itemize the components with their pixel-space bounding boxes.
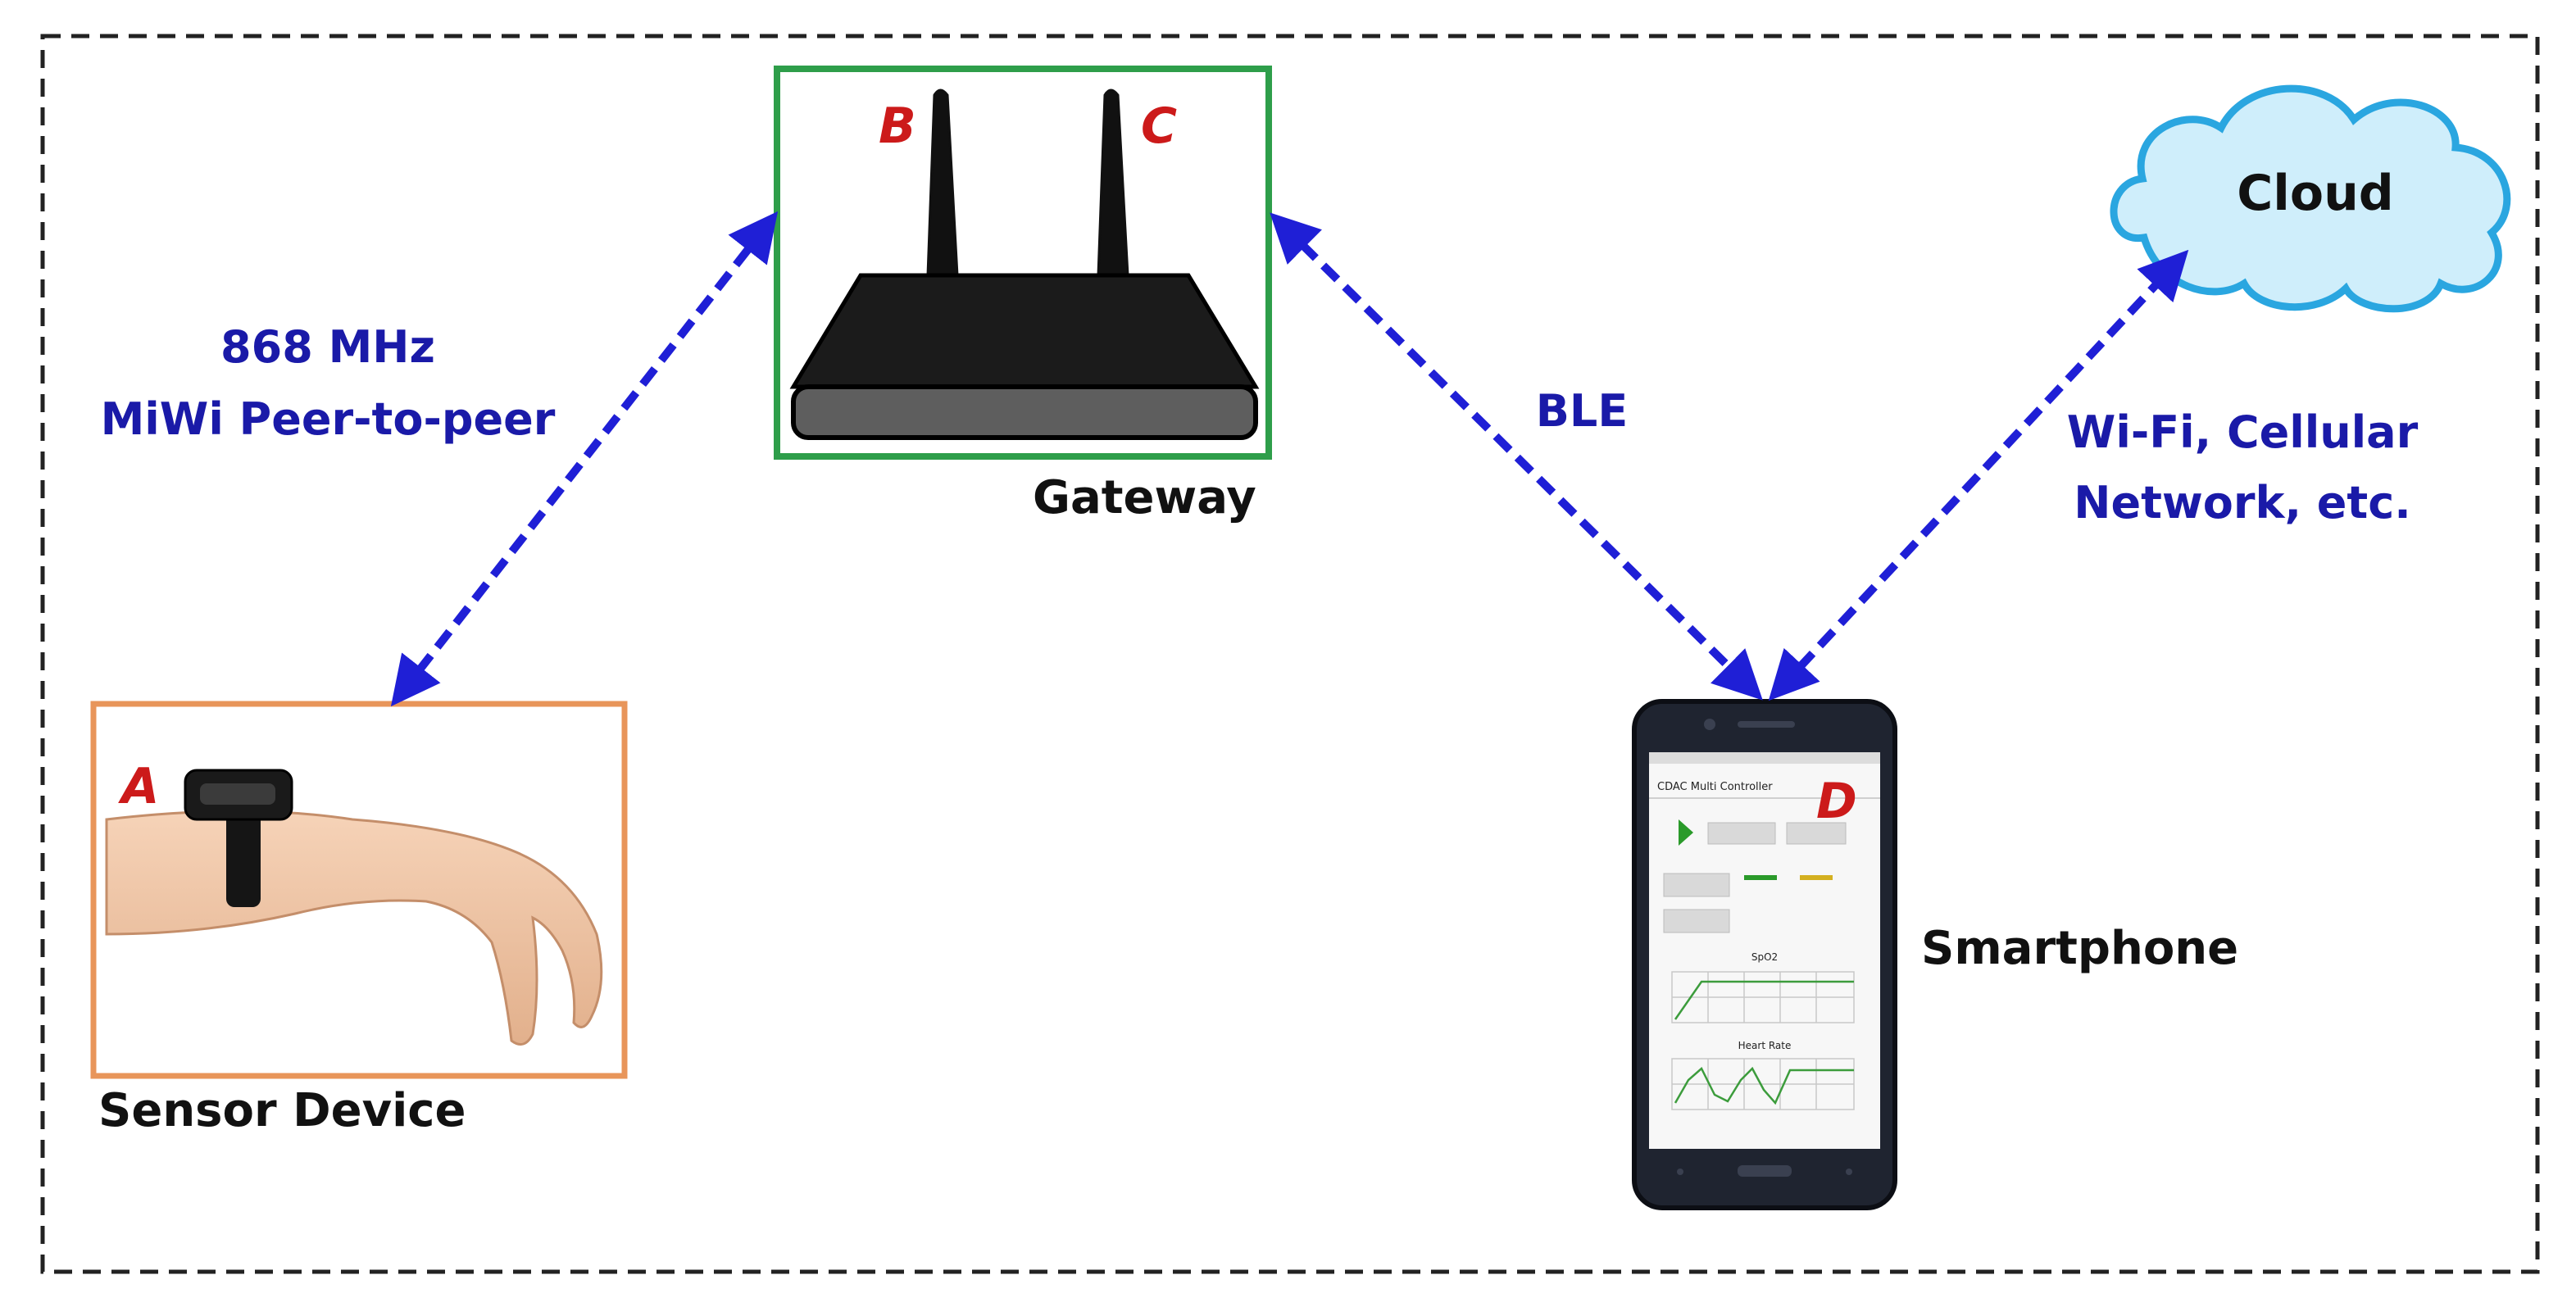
cloud-node: Cloud (2110, 84, 2511, 313)
phone-chart2-title: Heart Rate (1738, 1040, 1792, 1051)
phone-app-title: CDAC Multi Controller (1657, 781, 1773, 793)
link-phone-cloud-line1: Wi-Fi, Cellular (2067, 406, 2419, 458)
phone-chart2 (1671, 1058, 1855, 1110)
outer-dashed-border (40, 34, 2540, 1274)
cloud-label: Cloud (2237, 165, 2393, 222)
smartphone-letter-d: D (1816, 773, 1857, 830)
smartphone-icon: CDAC Multi Controller SpO2 Heart R (1632, 699, 1897, 1210)
sensor-node: A Sensor Device (90, 701, 628, 1137)
link-sensor-gateway-line2: MiWi Peer-to-peer (101, 393, 556, 445)
link-gateway-phone: BLE (1270, 212, 1763, 701)
arrow-sensor-gateway (390, 211, 779, 707)
link-sensor-gateway-line1: 868 MHz (220, 321, 435, 373)
gateway-node: B C Gateway (774, 66, 1272, 524)
gateway-letter-c: C (1141, 98, 1177, 155)
link-phone-cloud-line2: Network, etc. (2074, 477, 2410, 529)
gateway-label: Gateway (1033, 471, 1256, 524)
arrow-phone-cloud (1768, 249, 2189, 701)
sensor-letter-a: A (118, 758, 159, 815)
link-sensor-gateway: 868 MHz MiWi Peer-to-peer (101, 211, 779, 707)
router-icon (789, 88, 1260, 440)
phone-chart1-title: SpO2 (1751, 951, 1778, 963)
smartphone-node: CDAC Multi Controller SpO2 Heart R (1632, 699, 2238, 1210)
phone-chart1 (1671, 971, 1855, 1023)
cloud-icon (2110, 84, 2511, 313)
sensor-label: Sensor Device (98, 1084, 466, 1137)
link-gateway-phone-label: BLE (1536, 385, 1628, 437)
smartphone-label: Smartphone (1921, 922, 2238, 975)
gateway-letter-b: B (879, 98, 916, 155)
arrow-gateway-phone (1270, 212, 1763, 701)
link-phone-cloud: Wi-Fi, Cellular Network, etc. (1768, 249, 2419, 701)
wrist-sensor-icon (105, 769, 603, 1046)
